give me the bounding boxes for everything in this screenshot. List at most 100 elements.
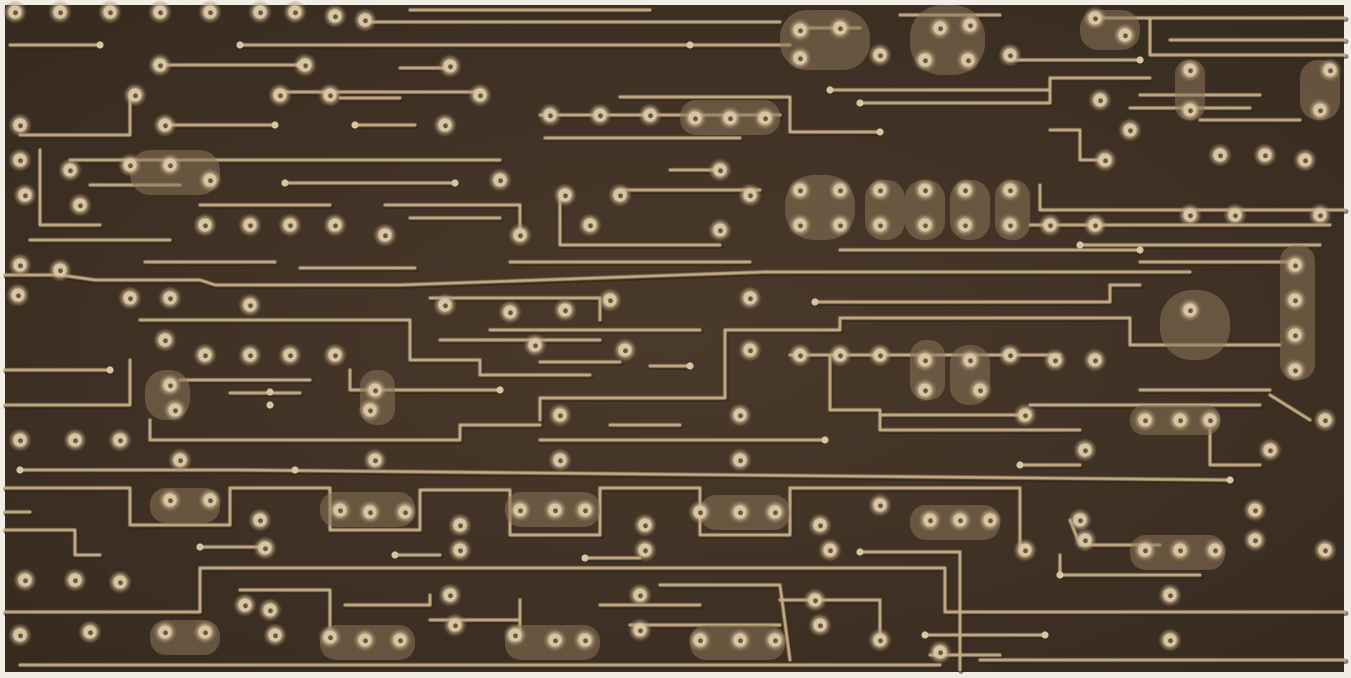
solder-pad bbox=[353, 628, 377, 652]
solder-pad bbox=[108, 428, 132, 452]
solder-pad bbox=[48, 258, 72, 282]
solder-pad bbox=[468, 83, 492, 107]
copper-trace bbox=[723, 316, 842, 332]
solder-pad bbox=[688, 628, 712, 652]
copper-trace bbox=[148, 418, 542, 442]
solder-pad bbox=[198, 488, 222, 512]
via bbox=[686, 362, 694, 370]
solder-pad bbox=[1283, 323, 1307, 347]
solder-pad bbox=[998, 178, 1022, 202]
solder-pad bbox=[163, 398, 187, 422]
copper-trace bbox=[343, 593, 432, 607]
copper-trace bbox=[618, 95, 882, 134]
copper-trace bbox=[18, 468, 1232, 482]
solder-pad bbox=[508, 498, 532, 522]
via bbox=[266, 401, 274, 409]
solder-pad bbox=[998, 213, 1022, 237]
via bbox=[106, 366, 114, 374]
copper-trace bbox=[1268, 393, 1312, 422]
via bbox=[266, 388, 274, 396]
solder-pad bbox=[1253, 143, 1277, 167]
solder-pad bbox=[1083, 348, 1107, 372]
solder-pad bbox=[956, 48, 980, 72]
solder-pad bbox=[353, 8, 377, 32]
via bbox=[1136, 246, 1144, 254]
solder-pad bbox=[1198, 408, 1222, 432]
solder-pad bbox=[98, 0, 122, 24]
solder-pad bbox=[1308, 98, 1332, 122]
via bbox=[271, 121, 279, 129]
solder-pad bbox=[323, 343, 347, 367]
copper-trace bbox=[1048, 128, 1102, 162]
solder-pad bbox=[388, 628, 412, 652]
solder-pad bbox=[3, 0, 27, 24]
via bbox=[451, 179, 459, 187]
copper-trace bbox=[858, 550, 962, 672]
copper-trace bbox=[138, 318, 592, 377]
solder-pad bbox=[363, 448, 387, 472]
solder-pad bbox=[728, 403, 752, 427]
solder-pad bbox=[198, 168, 222, 192]
solder-pad bbox=[543, 628, 567, 652]
solder-pad bbox=[153, 328, 177, 352]
solder-pad bbox=[573, 628, 597, 652]
via bbox=[351, 121, 359, 129]
solder-pad bbox=[118, 286, 142, 310]
solder-pad bbox=[523, 333, 547, 357]
solder-pad bbox=[553, 298, 577, 322]
solder-pad bbox=[153, 113, 177, 137]
solder-pad bbox=[1158, 628, 1182, 652]
solder-pad bbox=[153, 620, 177, 644]
solder-pad bbox=[553, 183, 577, 207]
copper-trace bbox=[3, 358, 132, 407]
solder-pad bbox=[253, 536, 277, 560]
solder-pad bbox=[1038, 213, 1062, 237]
solder-pad bbox=[978, 508, 1002, 532]
solder-pad bbox=[6, 283, 30, 307]
solder-pad bbox=[1088, 88, 1112, 112]
solder-pad bbox=[508, 223, 532, 247]
solder-pad bbox=[538, 103, 562, 127]
via bbox=[196, 543, 204, 551]
solder-pad bbox=[358, 398, 382, 422]
copper-trace bbox=[1208, 428, 1262, 467]
solder-pad bbox=[968, 378, 992, 402]
solder-pad bbox=[633, 513, 657, 537]
solder-pad bbox=[1013, 538, 1037, 562]
solder-pad bbox=[8, 623, 32, 647]
solder-pad bbox=[1093, 148, 1117, 172]
solder-pad bbox=[158, 373, 182, 397]
solder-pad bbox=[1313, 538, 1337, 562]
solder-pad bbox=[788, 178, 812, 202]
via bbox=[281, 179, 289, 187]
solder-pad bbox=[1083, 6, 1107, 30]
solder-pad bbox=[928, 640, 952, 664]
via bbox=[16, 466, 24, 474]
copper-trace bbox=[238, 588, 332, 630]
solder-pad bbox=[1243, 498, 1267, 522]
solder-pad bbox=[1283, 253, 1307, 277]
solder-pad bbox=[373, 223, 397, 247]
solder-pad bbox=[1168, 408, 1192, 432]
solder-pad bbox=[1013, 403, 1037, 427]
via bbox=[496, 386, 504, 394]
solder-pad bbox=[1133, 538, 1157, 562]
via bbox=[876, 128, 884, 136]
solder-pad bbox=[1318, 58, 1342, 82]
solder-pad bbox=[448, 513, 472, 537]
solder-pad bbox=[358, 500, 382, 524]
via bbox=[1226, 476, 1234, 484]
solder-pad bbox=[638, 103, 662, 127]
via bbox=[1076, 241, 1084, 249]
solder-pad bbox=[13, 183, 37, 207]
solder-pad bbox=[1208, 143, 1232, 167]
solder-pad bbox=[598, 288, 622, 312]
solder-pad bbox=[573, 498, 597, 522]
solder-pad bbox=[998, 343, 1022, 367]
via bbox=[236, 41, 244, 49]
copper-trace bbox=[348, 368, 502, 392]
solder-pad bbox=[318, 83, 342, 107]
solder-pad bbox=[58, 158, 82, 182]
solder-pad bbox=[1243, 528, 1267, 552]
